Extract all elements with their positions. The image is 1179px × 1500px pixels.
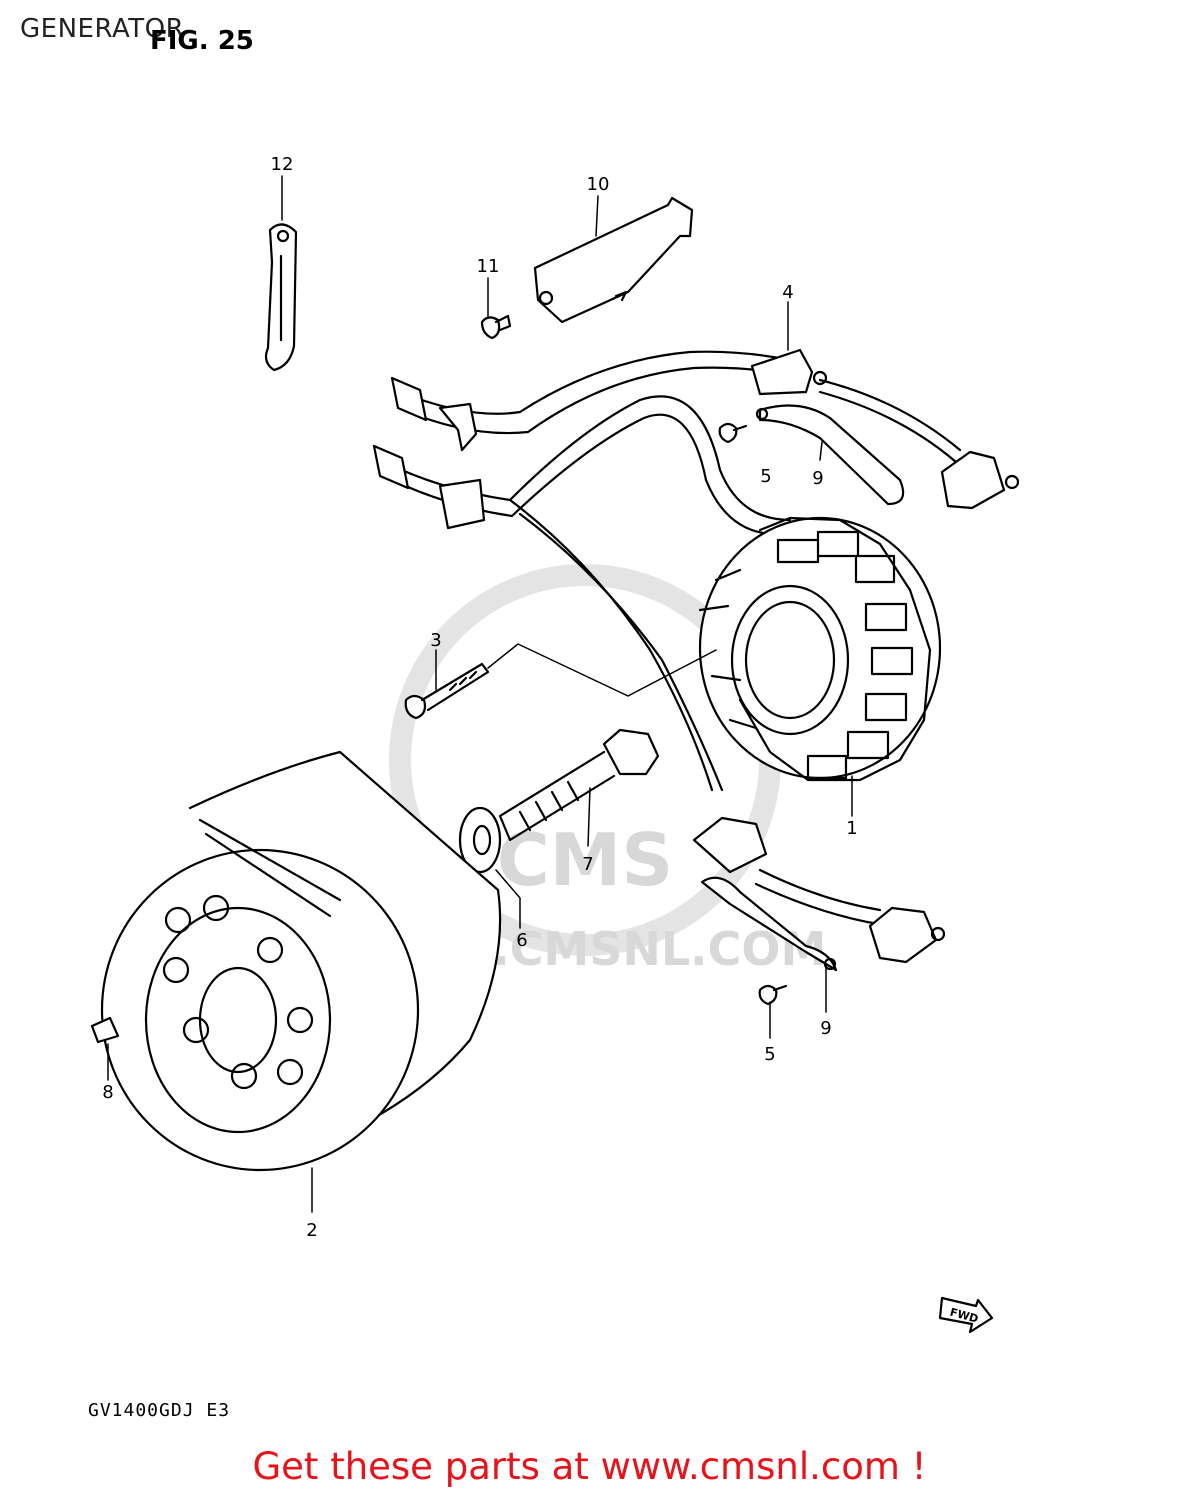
pickup-connector-mid <box>692 816 768 874</box>
page-title: GENERATOR <box>20 14 185 44</box>
part-1-stator <box>698 516 942 782</box>
callout-4: 4 <box>782 282 793 303</box>
part-12-strap <box>264 223 298 372</box>
part-10-plate <box>533 196 694 324</box>
part-5-screw-lower <box>758 984 788 1006</box>
callout-11: 11 <box>477 256 500 277</box>
callout-1: 1 <box>846 818 857 839</box>
part-5-screw-upper <box>718 422 748 444</box>
part-8-key <box>90 1016 120 1044</box>
callout-7: 7 <box>582 854 593 875</box>
callout-9-upper: 9 <box>812 468 823 489</box>
watermark-brand: CMS <box>497 818 673 902</box>
model-code: GV1400GDJ E3 <box>88 1400 231 1421</box>
figure-number: FIG. 25 <box>150 26 254 56</box>
callout-2: 2 <box>306 1220 317 1241</box>
part-9-clamp-lower <box>700 876 838 972</box>
part-4-pickup-cover <box>750 348 828 396</box>
part-3-bolt <box>404 662 490 720</box>
part-9-clamp-upper <box>755 404 905 506</box>
part-6-washer <box>458 806 502 874</box>
callout-3: 3 <box>430 630 441 651</box>
connectors <box>372 376 486 530</box>
callout-6: 6 <box>516 930 527 951</box>
part-7-bolt <box>498 728 660 842</box>
end-connector-lower <box>868 906 946 964</box>
callout-10: 10 <box>587 174 610 195</box>
callout-5-upper: 5 <box>760 466 771 487</box>
part-11-screw <box>480 314 512 340</box>
part-3-leader <box>487 643 717 697</box>
footer-link[interactable]: Get these parts at www.cmsnl.com ! <box>252 1445 927 1488</box>
end-connector-upper <box>940 450 1020 510</box>
fwd-arrow-icon <box>938 1296 994 1334</box>
callout-12: 12 <box>271 154 294 175</box>
callout-9-lower: 9 <box>820 1018 831 1039</box>
part-2-rotor <box>100 750 502 1172</box>
callout-labels: 1 2 3 4 5 5 6 7 8 9 9 10 11 12 <box>102 154 857 1241</box>
callout-leaders <box>107 175 853 1213</box>
callout-8: 8 <box>102 1082 113 1103</box>
callout-5-lower: 5 <box>764 1044 775 1065</box>
